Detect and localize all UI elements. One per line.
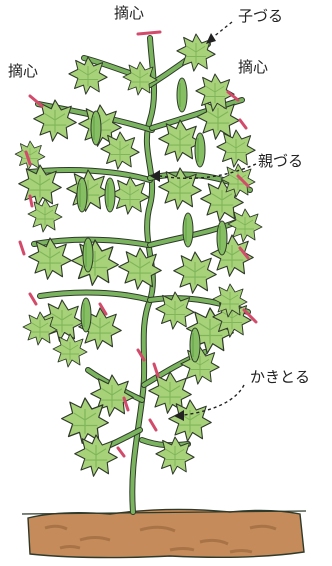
soil-bed bbox=[22, 509, 306, 557]
cucumber-body bbox=[81, 298, 91, 332]
pinch-mark bbox=[240, 120, 246, 128]
cucumber-body bbox=[83, 238, 93, 272]
cucumber bbox=[183, 213, 193, 247]
leaf bbox=[72, 240, 119, 285]
pinch-mark bbox=[154, 364, 158, 376]
leaf bbox=[174, 252, 217, 293]
cucumber bbox=[81, 298, 91, 332]
pinch-mark bbox=[118, 448, 124, 456]
pinch-mark bbox=[20, 242, 24, 254]
leaf bbox=[23, 312, 57, 345]
label-remove: かきとる bbox=[250, 370, 310, 385]
leaf bbox=[62, 398, 109, 443]
pinch-mark bbox=[30, 196, 32, 206]
cucumber-body bbox=[195, 133, 205, 167]
pinch-mark bbox=[150, 420, 156, 430]
cucumber-body bbox=[183, 213, 193, 247]
pinch-mark bbox=[138, 32, 160, 34]
cucumber bbox=[91, 111, 101, 145]
cucumber bbox=[177, 78, 187, 112]
cucumber-body bbox=[77, 178, 87, 212]
label-pinch-right: 摘心 bbox=[238, 60, 268, 75]
cucumber-body bbox=[190, 328, 200, 362]
label-pinch-top: 摘心 bbox=[114, 6, 144, 21]
cucumber bbox=[190, 328, 200, 362]
leaf bbox=[181, 347, 219, 384]
leaf bbox=[19, 165, 62, 206]
cucumber bbox=[105, 178, 115, 212]
pinch-mark bbox=[30, 294, 36, 304]
leaf bbox=[69, 57, 107, 94]
arrow-side-vine bbox=[212, 22, 232, 38]
label-pinch-left: 摘心 bbox=[8, 64, 38, 79]
label-side-vine: 子づる bbox=[238, 9, 283, 24]
cucumber bbox=[77, 178, 87, 212]
cucumber-body bbox=[217, 221, 227, 255]
leaf bbox=[53, 334, 87, 367]
label-main-vine: 親づる bbox=[258, 154, 303, 169]
leaf bbox=[67, 170, 110, 211]
cucumber-body bbox=[177, 78, 187, 112]
cucumber bbox=[217, 221, 227, 255]
cucumber-plant bbox=[15, 34, 262, 512]
cucumber-body bbox=[105, 178, 115, 212]
cucumber bbox=[195, 133, 205, 167]
cucumber-body bbox=[91, 111, 101, 145]
leaf bbox=[111, 177, 149, 214]
leaf bbox=[217, 130, 255, 167]
arrowhead-side-vine bbox=[206, 33, 216, 44]
cucumber bbox=[83, 238, 93, 272]
